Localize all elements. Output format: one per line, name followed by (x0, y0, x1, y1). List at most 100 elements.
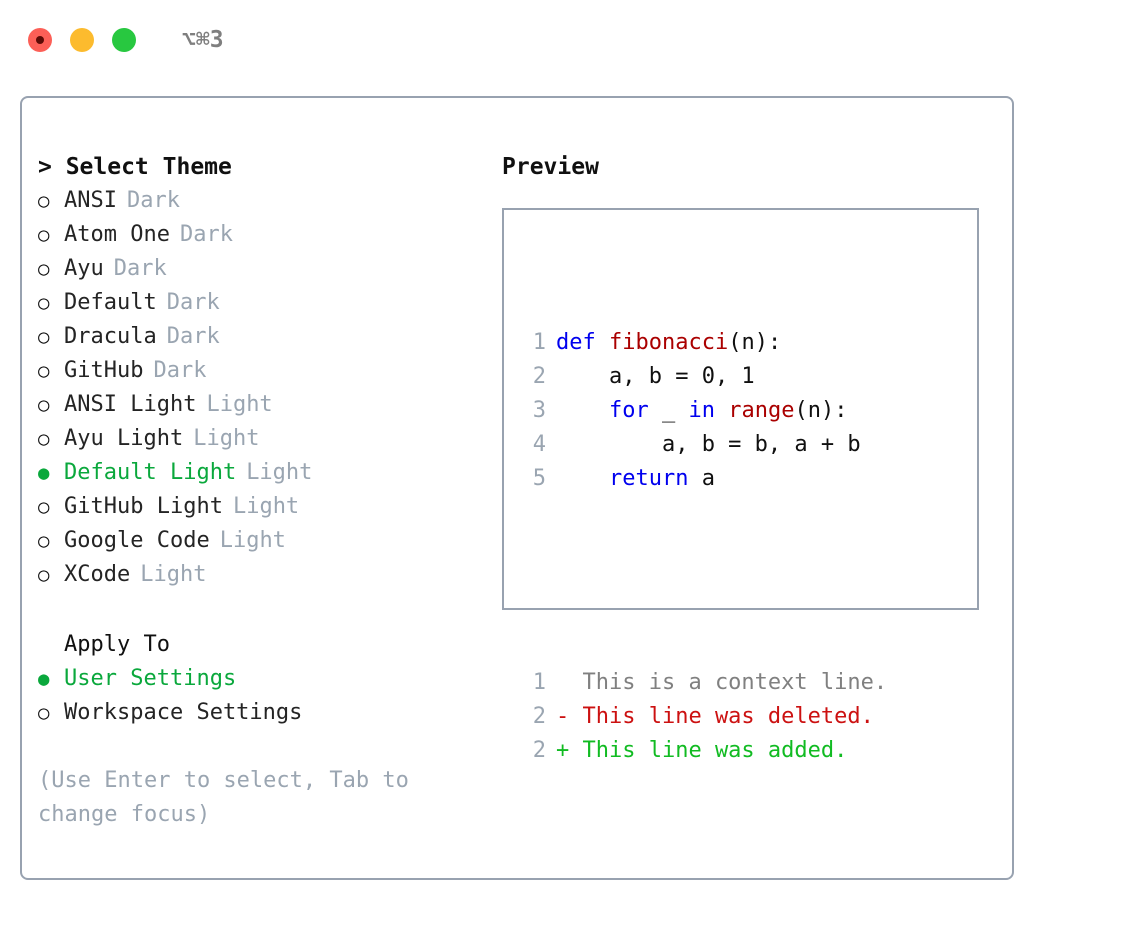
radio-unselected-icon: ○ (38, 292, 50, 314)
line-number: 5 (532, 466, 546, 491)
code-token: (n): (728, 330, 782, 355)
theme-name: XCode (64, 562, 131, 587)
theme-list-item[interactable]: ○ Ayu Dark (38, 252, 488, 286)
code-line: 5 return a (520, 462, 887, 496)
radio-unselected-icon: ○ (38, 530, 50, 552)
code-token: for (608, 398, 649, 423)
diff-line: 2- This line was deleted. (520, 700, 887, 734)
close-button[interactable] (28, 28, 52, 52)
theme-name: ANSI (64, 188, 117, 213)
line-number: 1 (532, 330, 546, 355)
line-number: 2 (532, 364, 546, 389)
theme-variant-badge: Light (232, 494, 300, 519)
theme-list-item[interactable]: ○ Ayu Light Light (38, 422, 488, 456)
theme-variant-badge: Dark (113, 256, 167, 281)
radio-unselected-icon: ○ (38, 428, 50, 450)
code-token: a (688, 466, 715, 491)
diff-line: 2+ This line was added. (520, 734, 887, 768)
preview-title: Preview (502, 154, 599, 180)
apply-to-item[interactable]: ●User Settings (38, 662, 488, 696)
radio-unselected-icon: ○ (38, 564, 50, 586)
diff-sample: 1 This is a context line.2- This line wa… (520, 666, 887, 768)
code-line: 4 a, b = b, a + b (520, 428, 887, 462)
theme-list-item[interactable]: ○ ANSI Dark (38, 184, 488, 218)
keyboard-hint: (Use Enter to select, Tab to change focu… (38, 768, 423, 827)
radio-unselected-icon: ○ (38, 190, 50, 212)
diff-text: This is a context line. (556, 670, 888, 695)
theme-list-item[interactable]: ○ GitHub Light Light (38, 490, 488, 524)
radio-unselected-icon: ○ (38, 394, 50, 416)
theme-variant-badge: Light (193, 426, 260, 451)
radio-unselected-icon: ○ (38, 496, 50, 518)
apply-to-list[interactable]: ●User Settings ○ Workspace Settings (38, 662, 488, 730)
radio-unselected-icon: ○ (38, 702, 50, 724)
theme-variant-badge: Light (219, 528, 286, 553)
code-token: a, b = b, a + b (556, 432, 861, 457)
code-token: in (688, 398, 715, 423)
diff-line: 1 This is a context line. (520, 666, 887, 700)
theme-name: Google Code (64, 528, 210, 553)
theme-name: Dracula (64, 324, 157, 349)
minimize-button[interactable] (70, 28, 94, 52)
traffic-lights (28, 28, 136, 52)
theme-variant-badge: Dark (153, 358, 207, 383)
theme-variant-badge: Dark (179, 222, 233, 247)
apply-to-label: User Settings (64, 666, 237, 691)
radio-unselected-icon: ○ (38, 326, 50, 348)
theme-variant-badge: Light (206, 392, 273, 417)
code-token (556, 398, 609, 423)
line-number: 3 (532, 398, 546, 423)
theme-variant-badge: Dark (126, 188, 180, 213)
apply-to-label: Workspace Settings (64, 700, 303, 725)
code-line: 2 a, b = 0, 1 (520, 360, 887, 394)
diff-text: + This line was added. (556, 738, 848, 763)
code-token (556, 466, 609, 491)
theme-name: Default (64, 290, 157, 315)
theme-name: Ayu Light (64, 426, 184, 451)
keyboard-shortcut-label: ⌥⌘3 (182, 26, 224, 53)
line-number: 2 (532, 704, 546, 729)
line-number: 4 (532, 432, 546, 457)
maximize-button[interactable] (112, 28, 136, 52)
theme-variant-badge: Light (140, 562, 207, 587)
apply-to-item[interactable]: ○ Workspace Settings (38, 696, 488, 730)
theme-list-item[interactable]: ○ Default Dark (38, 286, 488, 320)
theme-variant-badge: Dark (166, 324, 220, 349)
page-title: > Select Theme (38, 154, 232, 180)
code-token: range (728, 398, 795, 423)
theme-list-item[interactable]: ○ Google Code Light (38, 524, 488, 558)
title-bar: ⌥⌘3 (0, 0, 1140, 80)
theme-list-item[interactable]: ○ Dracula Dark (38, 320, 488, 354)
code-token: def (556, 330, 609, 355)
radio-selected-icon: ● (38, 462, 50, 484)
radio-unselected-icon: ○ (38, 224, 50, 246)
code-token: fibonacci (608, 330, 729, 355)
theme-name: GitHub (64, 358, 144, 383)
code-token: (n): (794, 398, 848, 423)
code-token: _ (648, 398, 689, 423)
theme-list-item[interactable]: ○ XCode Light (38, 558, 488, 592)
code-line: 3 for _ in range(n): (520, 394, 887, 428)
radio-unselected-icon: ○ (38, 360, 50, 382)
code-token (715, 398, 728, 423)
line-number: 1 (532, 670, 546, 695)
radio-unselected-icon: ○ (38, 258, 50, 280)
theme-name: GitHub Light (64, 494, 223, 519)
code-token: return (608, 466, 689, 491)
spacer (38, 592, 488, 628)
theme-name: Ayu (64, 256, 104, 281)
code-token: a, b = 0, 1 (556, 364, 755, 389)
theme-variant-badge: Dark (166, 290, 220, 315)
blank-line (520, 564, 887, 598)
theme-list-item[interactable]: ○ GitHub Dark (38, 354, 488, 388)
